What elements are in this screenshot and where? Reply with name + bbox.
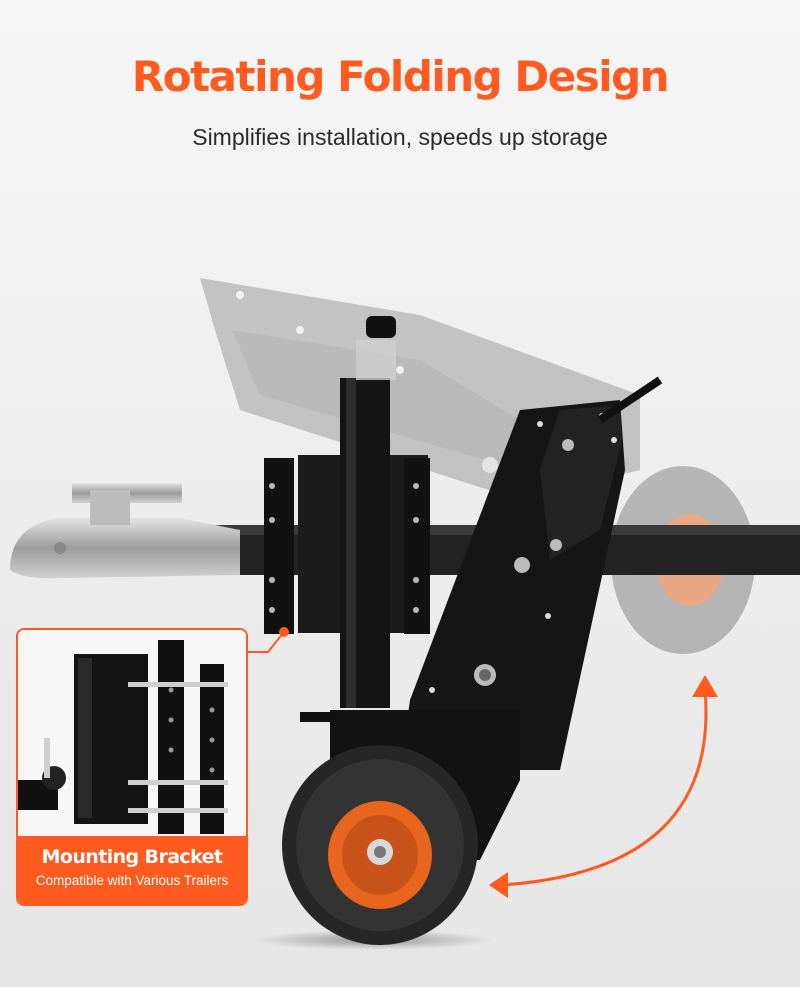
jack-post [340, 316, 396, 708]
callout-connector [248, 627, 289, 653]
swivel-arm [400, 376, 663, 770]
callout-caption: Mounting Bracket Compatible with Various… [18, 836, 246, 904]
headline: Rotating Folding Design [131, 52, 670, 101]
coupler [10, 483, 240, 579]
main-wheel [253, 745, 493, 950]
rotation-arrow [489, 675, 718, 898]
subheadline: Simplifies installation, speeds up stora… [192, 124, 608, 150]
callout-title: Mounting Bracket [41, 846, 223, 868]
callout-subtitle: Compatible with Various Trailers [35, 873, 229, 888]
mounting-bracket-callout: Mounting Bracket Compatible with Various… [16, 628, 248, 906]
